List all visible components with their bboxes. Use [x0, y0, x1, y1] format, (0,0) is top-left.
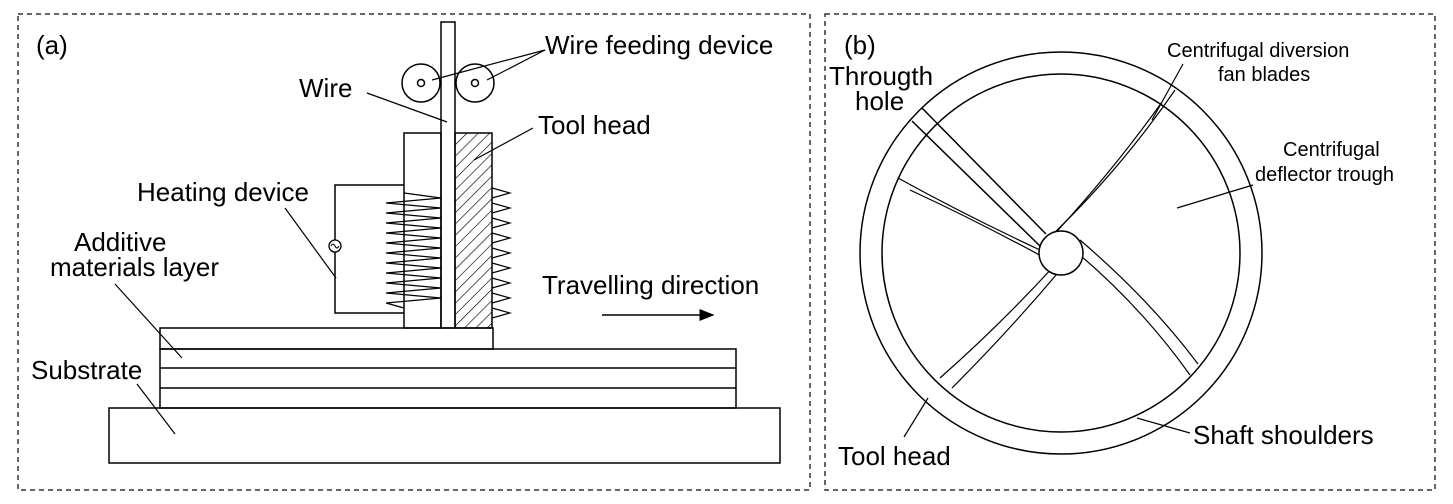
leader-feed-right: [486, 49, 546, 81]
feed-roller-left-axle: [416, 78, 426, 88]
label-additive-line1: Additive: [74, 227, 167, 257]
panel-b-frame: [824, 13, 1436, 491]
panel-a: (a) Wire feeding device Wire Tool head H…: [17, 13, 811, 491]
label-wire-feeding-device: Wire feeding device: [545, 30, 773, 60]
leader-substrate: [136, 383, 176, 435]
leader-additive-layer: [114, 283, 183, 359]
feed-roller-right: [455, 63, 495, 103]
leader-feed-left: [431, 49, 546, 81]
fan-blades: [897, 89, 1199, 389]
panel-a-frame: [17, 13, 811, 491]
through-hole-edge-2: [911, 120, 1041, 247]
leader-tool-head: [473, 127, 534, 161]
label-travelling-direction: Travelling direction: [542, 270, 759, 300]
label-trough-line1: Centrifugal: [1283, 139, 1380, 161]
label-fan-blades-line1: Centrifugal diversion: [1167, 40, 1349, 62]
feed-roller-right-axle: [470, 78, 480, 88]
top-additive-layer: [159, 327, 494, 350]
leader-heating-device: [284, 207, 337, 279]
heating-coil-right: [491, 187, 513, 319]
tool-head-hatched-part: [454, 132, 493, 329]
label-shaft-shoulders: Shaft shoulders: [1193, 420, 1374, 450]
label-tool-head-b: Tool head: [838, 441, 951, 471]
leader-deflector-trough: [1176, 184, 1254, 209]
panel-b-tag: (b): [844, 30, 876, 60]
label-additive-line2: materials layer: [50, 252, 219, 282]
through-hole-edge-1: [921, 107, 1047, 235]
panel-a-tag: (a): [36, 30, 68, 60]
label-through-hole-line1: Througth: [829, 61, 933, 91]
leader-wire: [366, 92, 448, 123]
panel-b: (b) Througth hole Centrifugal diversion …: [824, 13, 1436, 491]
label-trough-line2: deflector trough: [1255, 164, 1394, 186]
feed-roller-left: [401, 63, 441, 103]
additive-layers-stack: [159, 348, 737, 409]
label-substrate: Substrate: [31, 355, 142, 385]
leader-shaft-shoulders: [1136, 417, 1191, 434]
shaft-shoulder-inner-rim: [881, 73, 1241, 433]
substrate-base: [108, 407, 781, 464]
label-wire: Wire: [299, 73, 352, 103]
leader-fan-blades: [1151, 63, 1184, 121]
hub-circle: [1038, 230, 1084, 276]
heating-coil-left: [385, 192, 442, 309]
label-fan-blades-line2: fan blades: [1218, 64, 1310, 86]
shaft-shoulder-outer-rim: [859, 51, 1263, 455]
wire: [440, 21, 456, 329]
leader-tool-head-b: [903, 397, 929, 438]
label-through-hole-line2: hole: [855, 86, 904, 116]
label-heating-device: Heating device: [137, 177, 309, 207]
label-tool-head: Tool head: [538, 110, 651, 140]
ac-wave-icon: [330, 243, 340, 249]
